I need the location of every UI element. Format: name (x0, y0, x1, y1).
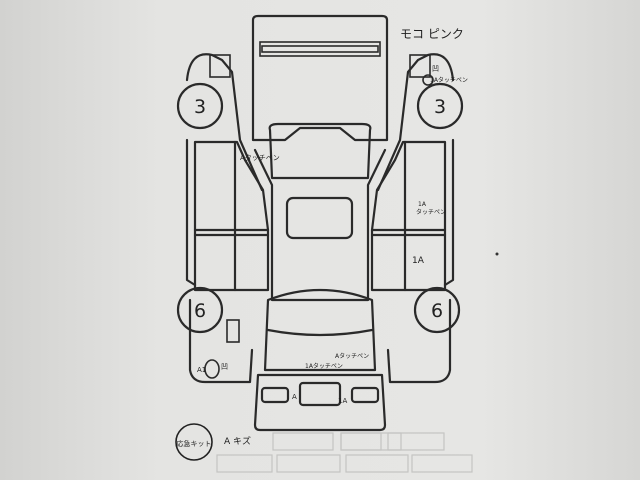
car-roof-outline (253, 122, 387, 302)
tire-front-left (176, 82, 224, 130)
tire-front-left-value: 3 (194, 96, 206, 118)
car-right-side (370, 53, 455, 384)
tire-rear-right-value: 6 (431, 300, 443, 322)
annotation-rear-left-quarter: 凹 (221, 363, 228, 371)
annotation-rear-left-code: A1 (197, 366, 206, 374)
tire-rear-left (176, 286, 224, 334)
paper-mark (495, 252, 499, 256)
car-front-outline (251, 14, 389, 142)
annotation-hatch-1: Aタッチペン (335, 352, 369, 360)
annotation-front-right-fender-detail: 1Aタッチペン (430, 76, 468, 84)
tire-front-right-value: 3 (434, 96, 446, 118)
damage-circle-front-right (422, 74, 434, 86)
annotation-front-right-fender: 凹 (432, 65, 439, 73)
annotation-rear-bumper-right: 1A (338, 397, 347, 405)
annotation-right-front-door: 1A (418, 201, 427, 208)
tire-rear-right (413, 286, 461, 334)
annotation-right-rear-door: 1A (412, 256, 425, 266)
damage-circle-rear-left (204, 359, 220, 379)
kit-stamp-text: 応急キット (177, 439, 212, 448)
annotation-rear-bumper-left: A (292, 393, 297, 401)
tire-front-right (416, 82, 464, 130)
car-color-note: モコ ピンク (400, 27, 464, 41)
annotation-left-a-pillar: Aタッチペン (240, 153, 280, 162)
legend-boxes (216, 432, 473, 473)
tire-rear-left-value: 6 (194, 300, 206, 322)
car-rear-outline (253, 288, 387, 432)
legend-note: A キズ (224, 435, 251, 447)
emergency-kit-stamp: 応急キット (175, 423, 213, 461)
annotation-right-front-door-detail: タッチペン (416, 208, 446, 216)
annotation-hatch-2: 1Aタッチペン (305, 362, 343, 370)
